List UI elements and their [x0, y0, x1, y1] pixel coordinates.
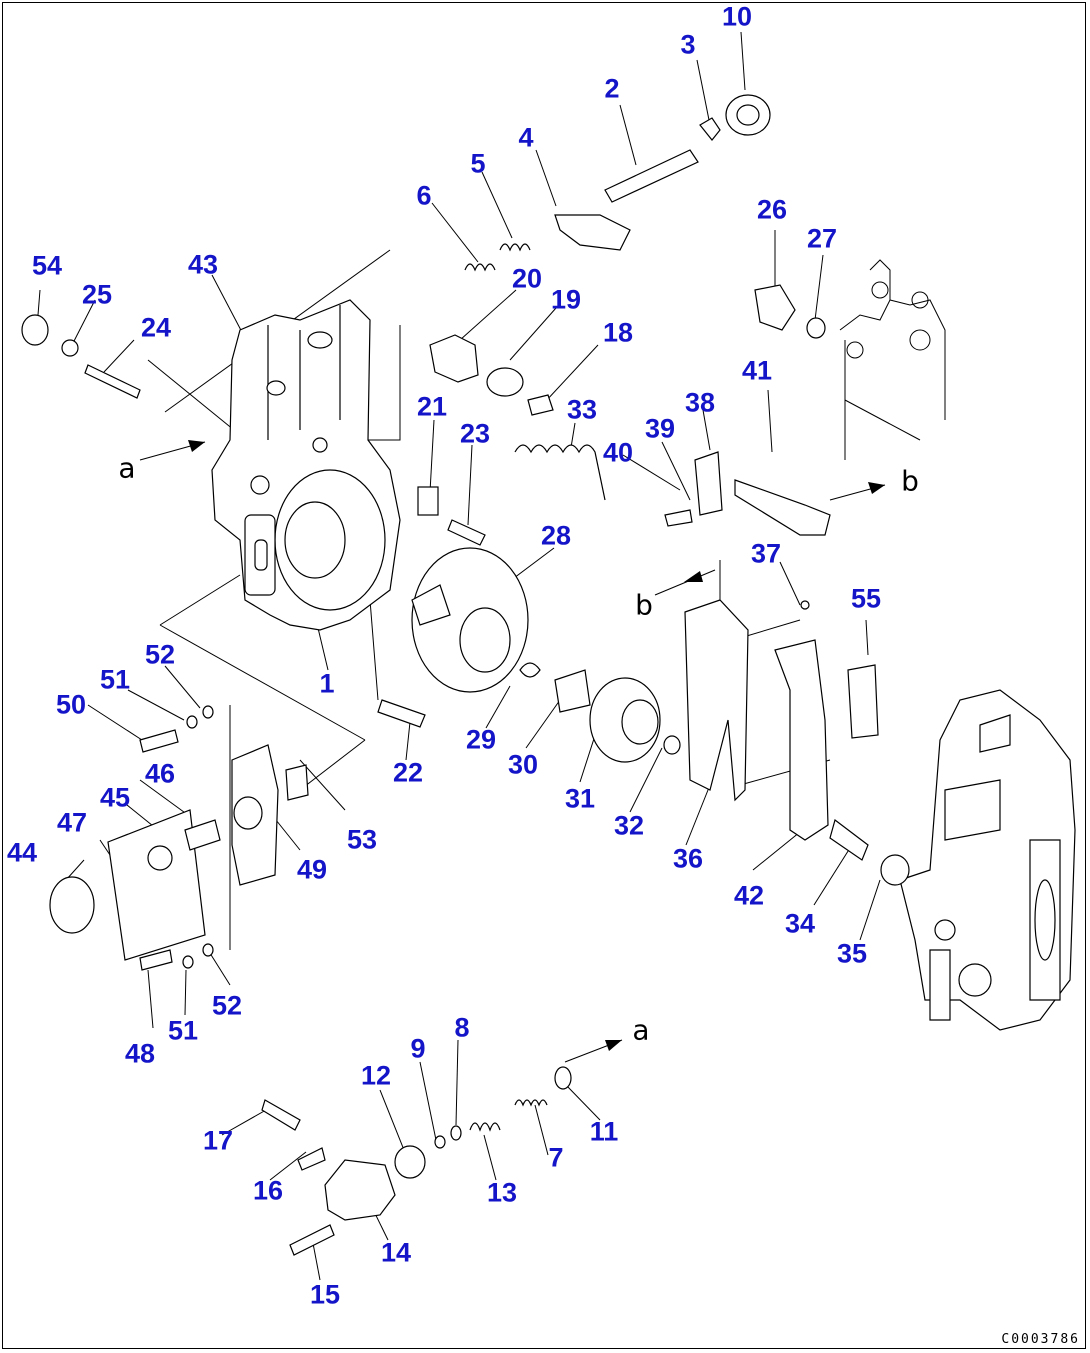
callout-22: 22: [392, 757, 424, 788]
callout-42: 42: [733, 880, 765, 911]
callout-46: 46: [144, 758, 176, 789]
callout-51-lower: 51: [167, 1015, 199, 1046]
callout-19: 19: [550, 284, 582, 315]
callout-10: 10: [721, 1, 753, 32]
callout-11: 11: [589, 1116, 619, 1147]
callout-17: 17: [202, 1125, 234, 1156]
callout-55: 55: [850, 583, 882, 614]
callout-40: 40: [602, 437, 634, 468]
callout-4: 4: [518, 122, 534, 153]
pump-body-right: [899, 689, 1076, 1031]
callout-27: 27: [806, 223, 838, 254]
callout-53: 53: [346, 824, 378, 855]
callout-31: 31: [564, 783, 596, 814]
callout-24: 24: [140, 312, 172, 343]
callout-15: 15: [309, 1279, 341, 1310]
callout-16: 16: [252, 1175, 284, 1206]
callout-5: 5: [470, 148, 486, 179]
callout-32: 32: [613, 810, 645, 841]
callout-6: 6: [416, 180, 432, 211]
view-marker-a-upper: a: [118, 451, 136, 485]
callout-21: 21: [416, 391, 448, 422]
callout-36: 36: [672, 843, 704, 874]
callout-37: 37: [750, 538, 782, 569]
pump-top-right: [839, 259, 946, 460]
small-parts: [21, 94, 910, 1256]
callout-30: 30: [507, 749, 539, 780]
callout-8: 8: [454, 1012, 470, 1043]
callout-50: 50: [55, 689, 87, 720]
callout-7: 7: [548, 1142, 564, 1173]
callout-18: 18: [602, 317, 634, 348]
callout-52-lower: 52: [211, 990, 243, 1021]
callout-2: 2: [604, 73, 620, 104]
callout-49: 49: [296, 854, 328, 885]
callout-39: 39: [644, 413, 676, 444]
view-marker-a-lower: a: [632, 1013, 650, 1047]
callout-47: 47: [56, 807, 88, 838]
callout-13: 13: [486, 1177, 518, 1208]
callout-28: 28: [540, 520, 572, 551]
callout-20: 20: [511, 263, 543, 294]
callout-14: 14: [380, 1237, 412, 1268]
drawing-code: C0003786: [1001, 1332, 1080, 1347]
callout-45: 45: [99, 782, 131, 813]
callout-25: 25: [81, 279, 113, 310]
callout-51-upper: 51: [99, 664, 131, 695]
callout-33: 33: [566, 394, 598, 425]
callout-26: 26: [756, 194, 788, 225]
leader-lines: [37, 31, 881, 1281]
callout-35: 35: [836, 938, 868, 969]
callout-41: 41: [741, 355, 773, 386]
callout-38: 38: [684, 387, 716, 418]
callout-44: 44: [6, 837, 38, 868]
view-arrows: [139, 440, 886, 1063]
callout-48: 48: [124, 1038, 156, 1069]
view-marker-b-right: b: [901, 464, 919, 498]
governor-housing: [211, 299, 401, 631]
callout-29: 29: [465, 724, 497, 755]
view-marker-b-left: b: [635, 588, 653, 622]
callout-54: 54: [31, 250, 63, 281]
callout-12: 12: [360, 1060, 392, 1091]
callout-3: 3: [680, 29, 696, 60]
callout-34: 34: [784, 908, 816, 939]
callout-1: 1: [319, 668, 335, 699]
callout-23: 23: [459, 418, 491, 449]
callout-43: 43: [187, 249, 219, 280]
callout-9: 9: [410, 1033, 426, 1064]
callout-52-upper: 52: [144, 639, 176, 670]
